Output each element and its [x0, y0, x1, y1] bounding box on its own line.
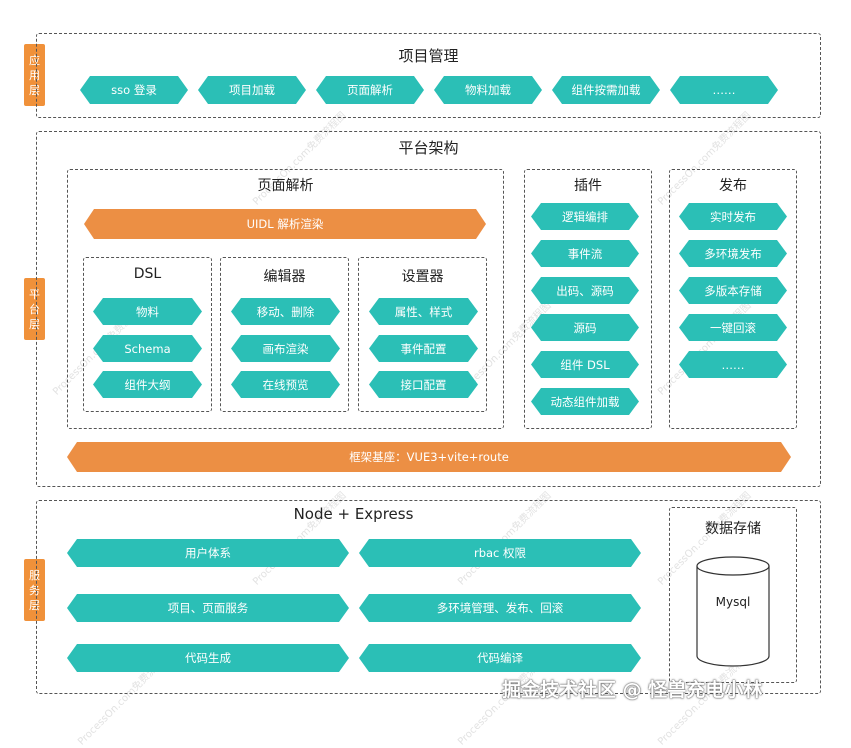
- editor-item: 在线预览: [231, 371, 340, 398]
- framework-bar: 框架基座：VUE3+vite+route: [67, 442, 791, 472]
- app-item: 物料加载: [434, 76, 542, 104]
- editor-item: 移动、删除: [231, 298, 340, 325]
- page-parse-title: 页面解析: [257, 178, 314, 194]
- footer-credit: 掘金技术社区 @ 怪兽充电小林: [502, 679, 763, 701]
- service-item: 代码编译: [359, 644, 641, 672]
- uidl-bar: UIDL 解析渲染: [84, 209, 486, 239]
- publish-item: 实时发布: [679, 203, 787, 230]
- database-icon: [696, 556, 770, 667]
- plugin-item: 组件 DSL: [531, 351, 639, 378]
- editor-item: 画布渲染: [231, 335, 340, 362]
- service-layer-tag: 服务层: [24, 559, 45, 621]
- app-item: ……: [670, 76, 778, 104]
- service-item: 项目、页面服务: [67, 594, 349, 622]
- settings-item: 事件配置: [369, 335, 478, 362]
- dsl-item: 物料: [93, 298, 202, 325]
- dsl-title: DSL: [133, 266, 162, 282]
- service-item: 用户体系: [67, 539, 349, 567]
- plugin-box: [524, 169, 652, 429]
- plugin-title: 插件: [574, 178, 602, 194]
- editor-title: 编辑器: [263, 269, 306, 285]
- app-layer-title: 项目管理: [398, 47, 459, 65]
- publish-item: 多环境发布: [679, 240, 787, 267]
- service-layer-box: [36, 500, 821, 694]
- platform-layer-title: 平台架构: [398, 139, 459, 157]
- publish-item: ……: [679, 351, 787, 378]
- service-item: rbac 权限: [359, 539, 641, 567]
- service-layer-title: Node + Express: [293, 505, 414, 523]
- dsl-box: [83, 257, 212, 412]
- page-parse-box: [67, 169, 504, 429]
- settings-item: 属性、样式: [369, 298, 478, 325]
- dsl-item: 组件大纲: [93, 371, 202, 398]
- service-item: 多环境管理、发布、回滚: [359, 594, 641, 622]
- app-item: sso 登录: [80, 76, 188, 104]
- publish-item: 一键回滚: [679, 314, 787, 341]
- storage-title: 数据存储: [705, 521, 761, 537]
- editor-box: [220, 257, 349, 412]
- app-layer-tag: 应用层: [24, 44, 45, 106]
- storage-box: [669, 507, 797, 683]
- platform-layer-box: [36, 131, 821, 487]
- plugin-item: 动态组件加载: [531, 388, 639, 415]
- publish-item: 多版本存储: [679, 277, 787, 304]
- database-label: Mysql: [715, 595, 751, 609]
- plugin-item: 源码: [531, 314, 639, 341]
- app-layer-box: [36, 33, 821, 118]
- plugin-item: 出码、源码: [531, 277, 639, 304]
- plugin-item: 事件流: [531, 240, 639, 267]
- plugin-item: 逻辑编排: [531, 203, 639, 230]
- publish-title: 发布: [719, 178, 747, 194]
- settings-item: 接口配置: [369, 371, 478, 398]
- settings-box: [358, 257, 487, 412]
- service-item: 代码生成: [67, 644, 349, 672]
- app-item: 页面解析: [316, 76, 424, 104]
- publish-box: [669, 169, 797, 429]
- platform-layer-tag: 平台层: [24, 278, 45, 340]
- app-item: 组件按需加载: [552, 76, 660, 104]
- app-item: 项目加载: [198, 76, 306, 104]
- settings-title: 设置器: [401, 269, 444, 285]
- dsl-item: Schema: [93, 335, 202, 362]
